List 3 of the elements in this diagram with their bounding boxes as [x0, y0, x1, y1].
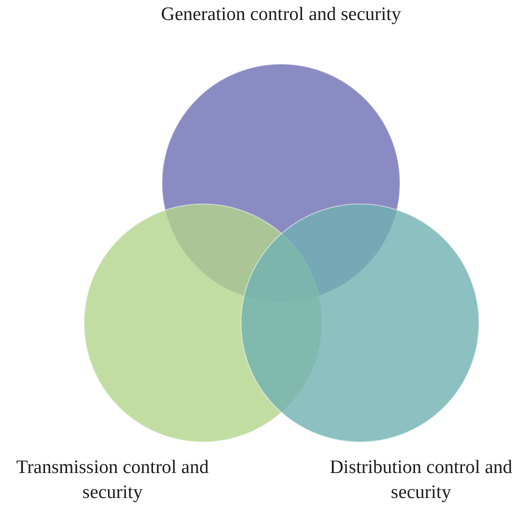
circle-label: Distribution control and security [328, 456, 514, 505]
circle-label: Generation control and security [160, 3, 402, 27]
circle-label: Transmission control and security [15, 456, 210, 505]
